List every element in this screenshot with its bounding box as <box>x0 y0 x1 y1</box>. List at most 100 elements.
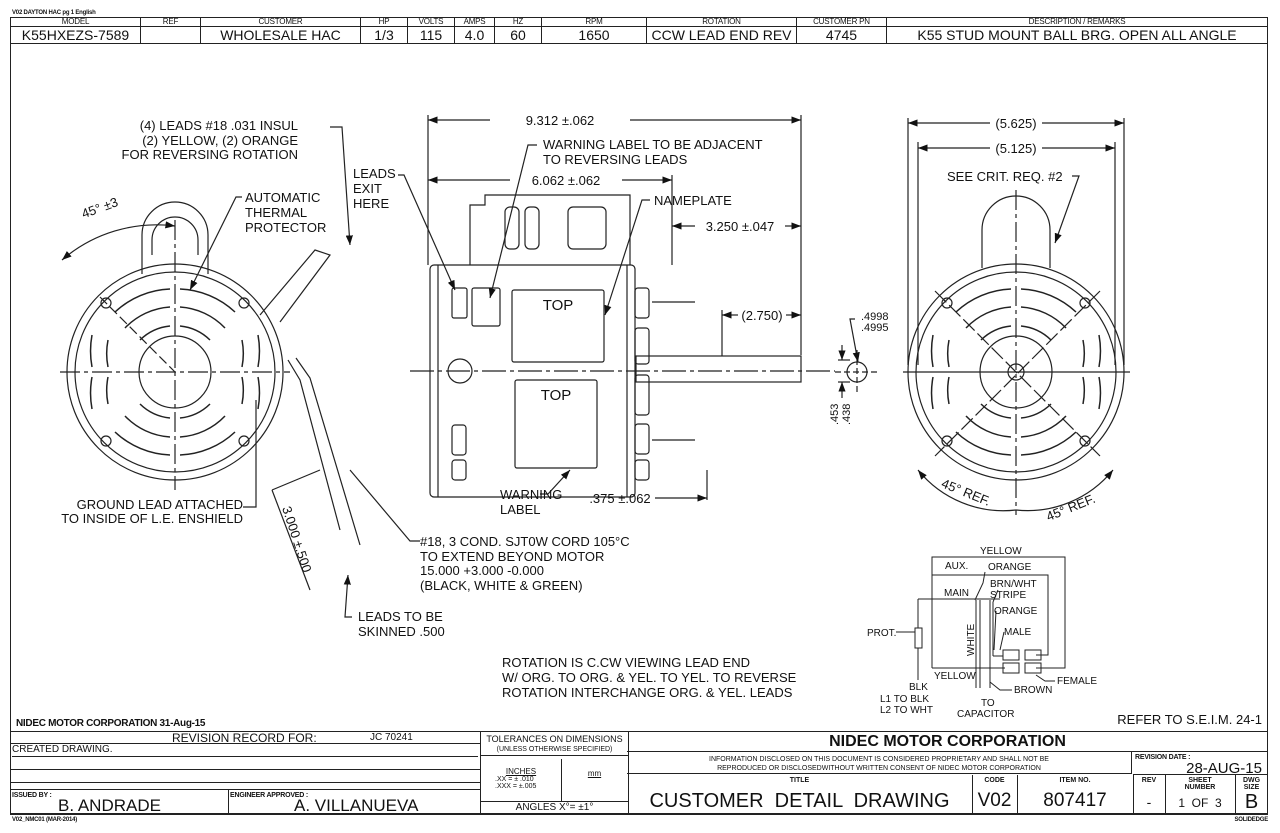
value-customer-pn: 4745 <box>796 26 887 44</box>
leads-note-line1: (4) LEADS #18 .031 INSUL <box>140 118 298 133</box>
tol-inches-label: INCHES <box>505 767 537 776</box>
sheet-value: 1 OF 3 <box>1178 796 1222 810</box>
title-cell: TITLE CUSTOMER DETAIL DRAWING <box>627 775 973 815</box>
stud-length-dim: 3.250 ±.047 <box>706 219 775 234</box>
revision-date-label: REVISION DATE : <box>1135 754 1191 761</box>
wire-blk: BLK <box>909 682 928 693</box>
end-gap-dim: .375 ±.062 <box>589 491 650 506</box>
issued-by-cell: ISSUED BY : B. ANDRADE <box>10 790 229 815</box>
rev-label: REV <box>1141 777 1157 784</box>
skinned-line1: LEADS TO BE <box>358 609 443 624</box>
title-label: TITLE <box>789 777 810 784</box>
value-hz: 60 <box>494 26 542 44</box>
sheet-label: SHEET NUMBER <box>1184 777 1216 791</box>
value-rpm: 1650 <box>541 26 647 44</box>
rev-cell: REV - <box>1133 775 1166 815</box>
inner-width-dim: (5.125) <box>995 141 1036 156</box>
wire-male: MALE <box>1004 627 1032 638</box>
tolerances-subtitle: (UNLESS OTHERWISE SPECIFIED) <box>481 746 628 756</box>
top-note: V02 DAYTON HAC pg 1 English <box>12 10 96 16</box>
nameplate-label: NAMEPLATE <box>654 193 732 208</box>
revision-date-cell: REVISION DATE : 28-AUG-15 <box>1133 752 1268 777</box>
drawing-title: CUSTOMER DETAIL DRAWING <box>649 790 950 812</box>
tolerances-title: TOLERANCES ON DIMENSIONS <box>486 734 623 744</box>
left-end-view <box>60 201 361 546</box>
lead-length: 3.000 ±.500 <box>279 504 314 574</box>
thermal-line2: THERMAL <box>245 205 307 220</box>
wiring-diagram <box>896 556 1066 691</box>
cord-line1: #18, 3 COND. SJT0W CORD 105°C <box>420 534 630 549</box>
revision-date-value: 28-AUG-15 <box>1186 760 1262 777</box>
code-value: V02 <box>977 790 1012 811</box>
wire-aux: AUX. <box>945 561 968 572</box>
engineer-value: A. VILLANUEVA <box>294 796 419 815</box>
rev-value: - <box>1146 794 1152 810</box>
angle-left: 45° ±3 <box>79 194 120 221</box>
code-label: CODE <box>984 777 1005 784</box>
form-note: V02_NMC01 (MAR-2014) <box>12 817 78 823</box>
warning-label-line1: WARNING <box>500 487 562 502</box>
value-description: K55 STUD MOUNT BALL BRG. OPEN ALL ANGLE <box>886 26 1268 44</box>
warning-label-line2: LABEL <box>500 502 540 517</box>
item-label: ITEM NO. <box>1059 777 1091 784</box>
dwg-size-value: B <box>1244 791 1259 813</box>
revision-row <box>10 783 480 790</box>
revision-record: REVISION RECORD FOR: JC 70241 CREATED DR… <box>10 731 480 815</box>
tolerances-block: TOLERANCES ON DIMENSIONS (UNLESS OTHERWI… <box>480 731 629 815</box>
engineer-label: ENGINEER APPROVED : <box>230 792 309 799</box>
tol-inches-cell: INCHES .XX = ± .010 .XXX = ±.005 <box>481 759 562 801</box>
leads-exit-line2: EXIT <box>353 181 382 196</box>
outer-width-dim: (5.625) <box>995 116 1036 131</box>
ground-lead-line1: GROUND LEAD ATTACHED <box>77 497 243 512</box>
right-end-view <box>903 190 1130 515</box>
wire-white: WHITE <box>966 623 977 656</box>
wire-capacitor: CAPACITOR <box>957 709 1014 720</box>
body-length-dim: 6.062 ±.062 <box>532 173 601 188</box>
drawing-frame <box>10 44 1268 814</box>
value-amps: 4.0 <box>454 26 495 44</box>
item-value: 807417 <box>1043 790 1107 811</box>
skinned-line2: SKINNED .500 <box>358 624 445 639</box>
value-rotation: CCW LEAD END REV <box>646 26 797 44</box>
rotation-note-line1: ROTATION IS C.CW VIEWING LEAD END <box>502 655 750 670</box>
value-hp: 1/3 <box>360 26 408 44</box>
revision-row <box>10 757 480 770</box>
value-customer: WHOLESALE HAC <box>200 26 361 44</box>
shaft-dia-min: .4995 <box>861 322 889 334</box>
item-cell: ITEM NO. 807417 <box>1017 775 1134 815</box>
proprietary-line1: INFORMATION DISCLOSED ON THIS DOCUMENT I… <box>709 756 1049 763</box>
side-view <box>410 194 835 498</box>
leads-exit-line1: LEADS <box>353 166 396 181</box>
proprietary-notice: INFORMATION DISCLOSED ON THIS DOCUMENT I… <box>627 752 1132 774</box>
title-block <box>10 731 1268 815</box>
tol-xxx: .XXX = ±.005 <box>495 783 537 790</box>
refer-note: REFER TO S.E.I.M. 24-1 <box>1117 712 1262 727</box>
rotation-note-line3: ROTATION INTERCHANGE ORG. & YEL. LEADS <box>502 685 793 700</box>
warning-top-text: TOP <box>541 387 572 404</box>
flat-dim-min: .438 <box>841 404 853 425</box>
angle-ref-right: 45° REF. <box>1044 491 1097 524</box>
issued-by-value: B. ANDRADE <box>58 796 161 815</box>
sheet-cell: SHEET NUMBER 1 OF 3 <box>1165 775 1236 815</box>
warning-adjacent-line2: TO REVERSING LEADS <box>543 152 688 167</box>
overall-length-dim: 9.312 ±.062 <box>526 113 595 128</box>
wire-orange-top: ORANGE <box>988 562 1032 573</box>
wire-l2: L2 TO WHT <box>880 705 933 716</box>
thermal-line3: PROTECTOR <box>245 220 326 235</box>
wire-yellow-top: YELLOW <box>980 546 1022 557</box>
dwg-size-cell: DWG SIZE B <box>1235 775 1268 815</box>
software-note: SOLIDEDGE <box>1234 817 1268 823</box>
rotation-note-line2: W/ ORG. TO ORG. & YEL. TO YEL. TO REVERS… <box>502 670 797 685</box>
value-volts: 115 <box>407 26 455 44</box>
wire-orange-2: ORANGE <box>994 606 1038 617</box>
revision-record-label: REVISION RECORD FOR: <box>172 731 317 745</box>
wire-main: MAIN <box>944 588 969 599</box>
code-cell: CODE V02 <box>972 775 1018 815</box>
leads-exit-line3: HERE <box>353 196 389 211</box>
wire-brnwht-1: BRN/WHT <box>990 579 1037 590</box>
dwg-size-label: DWG SIZE <box>1242 777 1261 791</box>
thermal-line1: AUTOMATIC <box>245 190 320 205</box>
revision-row <box>10 770 480 783</box>
warning-adjacent-line1: WARNING LABEL TO BE ADJACENT <box>543 137 763 152</box>
wire-female: FEMALE <box>1057 676 1097 687</box>
